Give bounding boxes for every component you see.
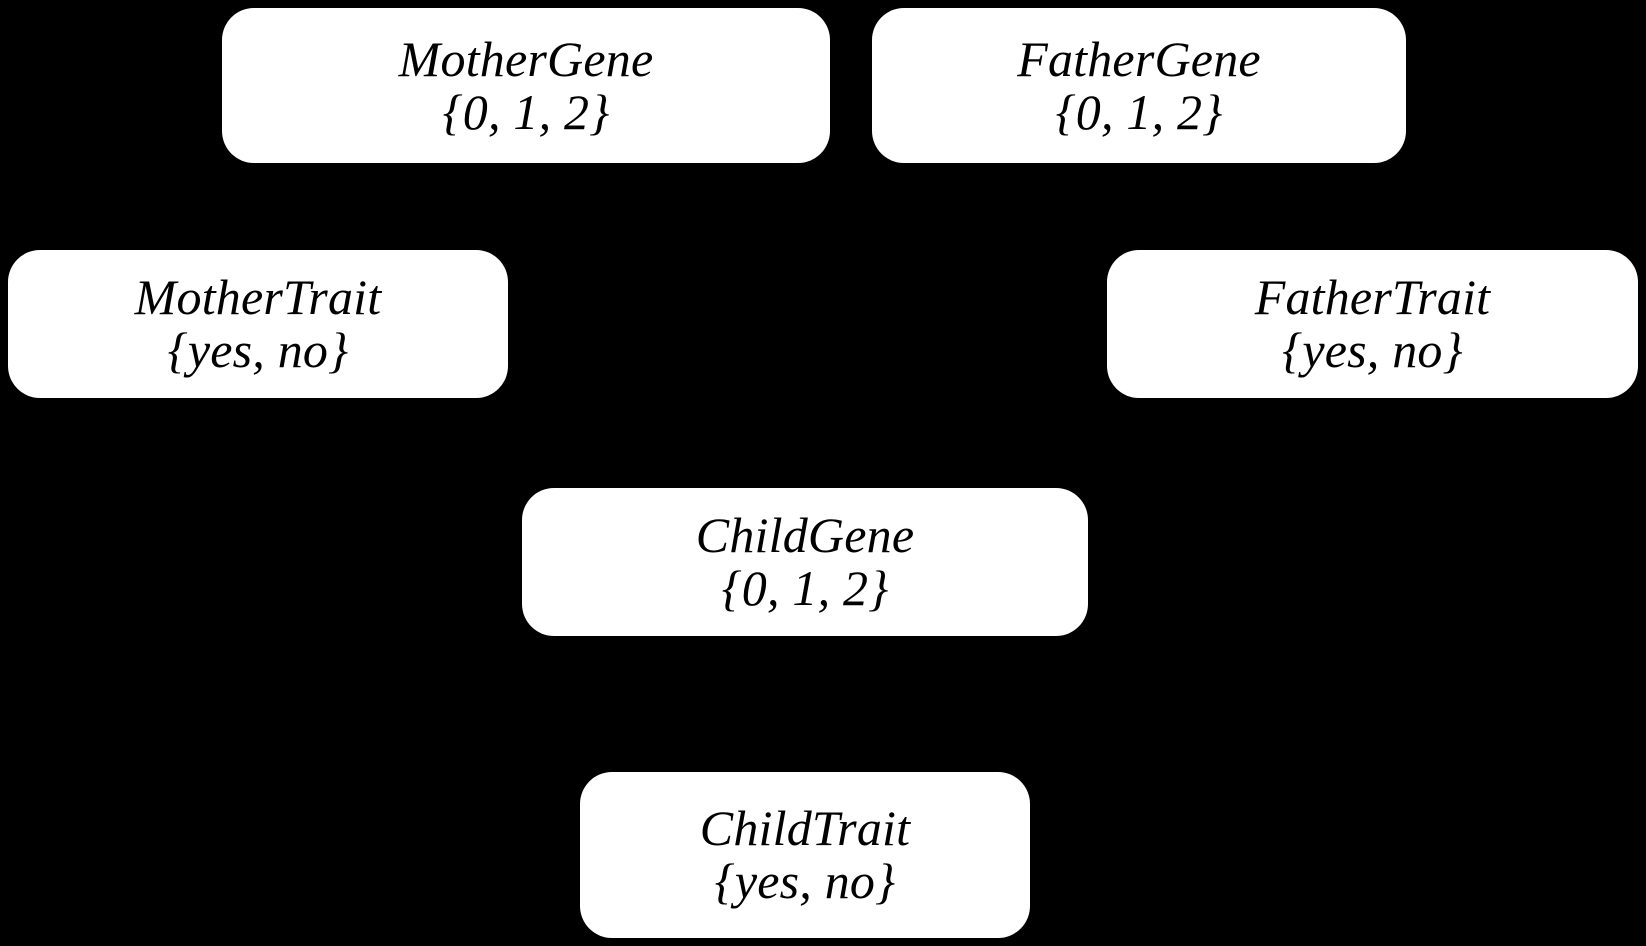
node-child-trait-domain: {yes, no} bbox=[714, 853, 896, 909]
node-child-trait[interactable]: ChildTrait {yes, no} bbox=[580, 772, 1030, 938]
node-mother-gene[interactable]: MotherGene {0, 1, 2} bbox=[222, 8, 830, 163]
node-child-gene-domain: {0, 1, 2} bbox=[721, 560, 889, 616]
node-mother-trait[interactable]: MotherTrait {yes, no} bbox=[8, 250, 508, 398]
node-child-gene[interactable]: ChildGene {0, 1, 2} bbox=[522, 488, 1088, 636]
node-mother-gene-title: MotherGene bbox=[398, 30, 654, 87]
node-mother-gene-domain: {0, 1, 2} bbox=[442, 83, 610, 140]
node-child-trait-title: ChildTrait bbox=[699, 800, 911, 856]
node-father-gene-domain: {0, 1, 2} bbox=[1055, 83, 1223, 140]
node-father-trait[interactable]: FatherTrait {yes, no} bbox=[1107, 250, 1638, 398]
node-father-trait-title: FatherTrait bbox=[1254, 269, 1491, 325]
node-father-trait-domain: {yes, no} bbox=[1282, 322, 1463, 378]
node-mother-trait-title: MotherTrait bbox=[134, 269, 382, 325]
node-father-gene-title: FatherGene bbox=[1017, 30, 1261, 87]
node-father-gene[interactable]: FatherGene {0, 1, 2} bbox=[872, 8, 1406, 163]
node-child-gene-title: ChildGene bbox=[695, 507, 915, 563]
node-mother-trait-domain: {yes, no} bbox=[167, 322, 349, 378]
